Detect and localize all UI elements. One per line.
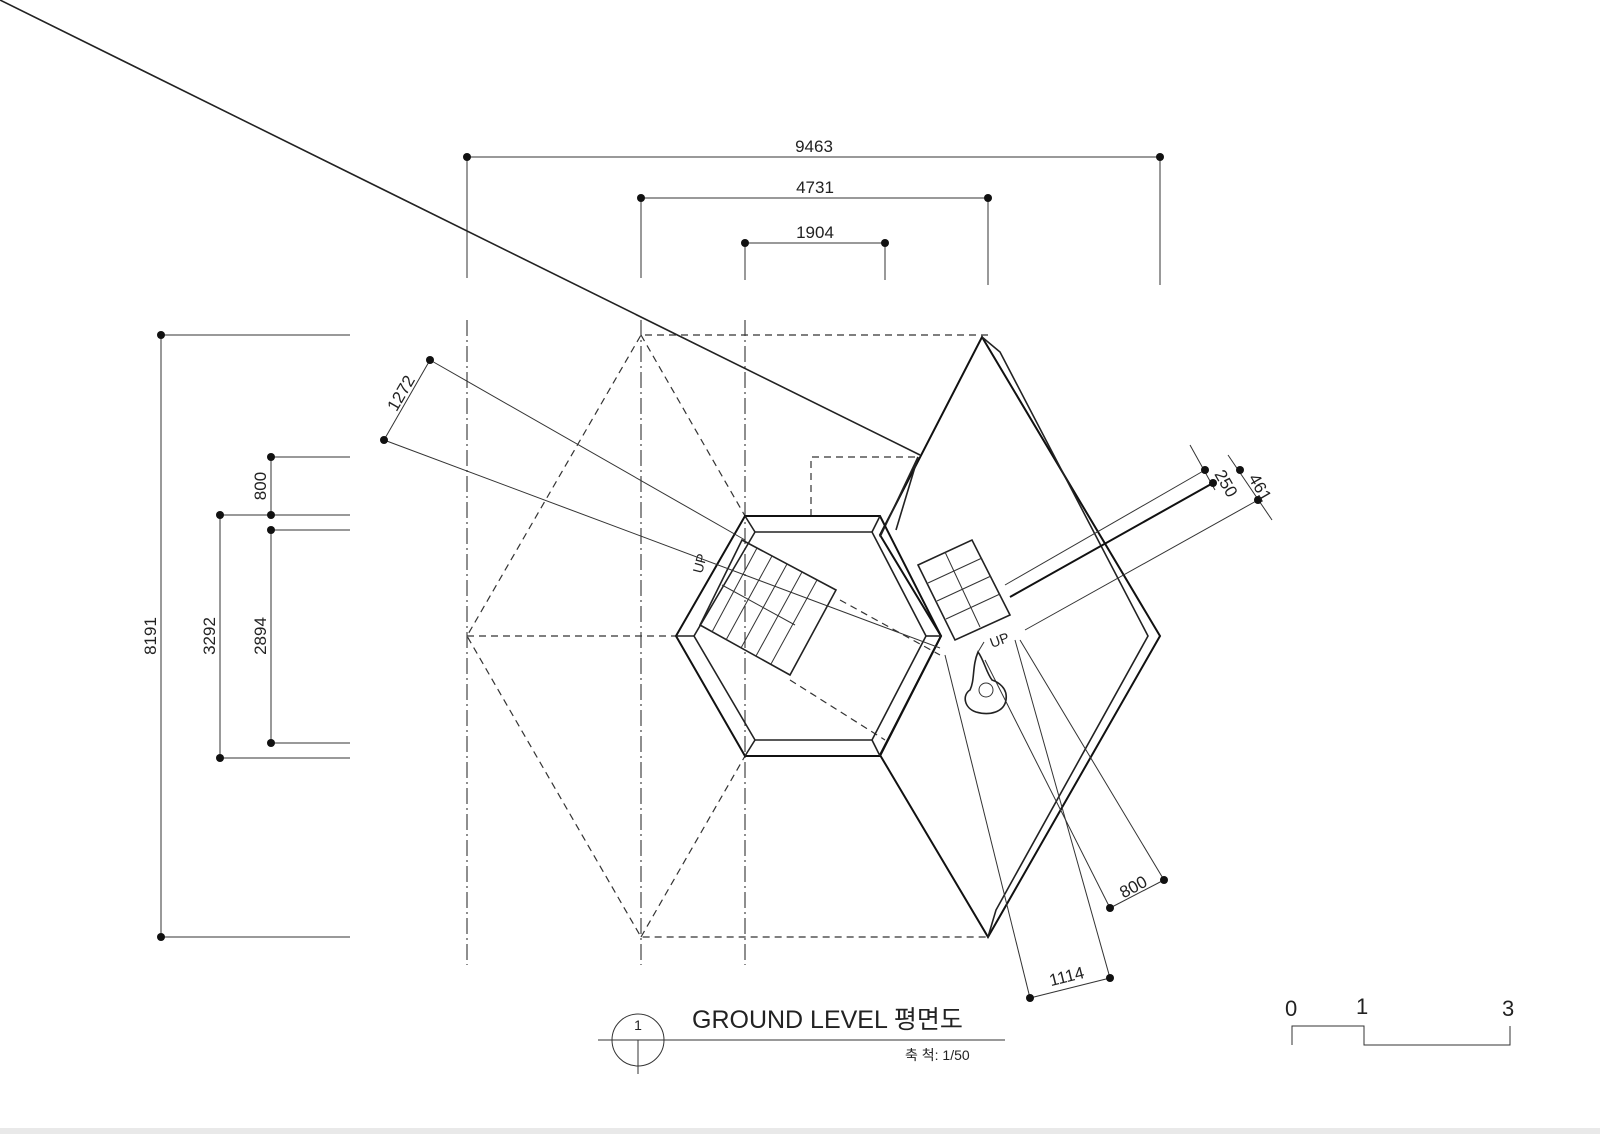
footer-bar [0,1128,1600,1134]
stair-right: UP [916,538,1012,651]
drawing-title: GROUND LEVEL 평면도 [692,1006,963,1034]
dim-diagonal-right-b: 461 [1245,471,1276,505]
dim-left-overall: 8191 [141,617,160,655]
dim-left-top: 800 [251,472,270,500]
dim-top-middle: 4731 [796,178,834,197]
dim-top-inner: 1904 [796,223,834,242]
scale-tick-1: 1 [1356,994,1368,1019]
dim-ramp-width: 800 [1116,872,1150,902]
person-figure-icon [964,641,1008,715]
title-block: 1 GROUND LEVEL 평면도 축 척: 1/50 [598,1006,1005,1074]
hexagon-core [674,515,943,757]
dim-left-inner: 2894 [251,617,270,655]
dim-ramp-bottom: 1114 [1047,963,1086,990]
diamond-roof [0,0,1162,939]
dim-left-middle: 3292 [200,617,219,655]
dashed-outline [466,334,988,938]
scale-tick-3: 3 [1502,996,1514,1021]
stair-right-up-label: UP [988,629,1012,651]
ramp-dims: 800 1114 [944,639,1168,1002]
stair-left: UP [689,538,838,677]
dim-top-overall: 9463 [795,137,833,156]
top-dimensions: 9463 4731 1904 [463,137,1164,285]
dim-diagonal-left: 1272 [384,372,419,414]
section-marker-number: 1 [634,1017,642,1033]
stair-left-up-label: UP [689,552,709,575]
scale-note: 축 척: 1/50 [905,1047,970,1063]
diagonal-dim-left: 1272 [380,356,941,649]
scale-bar: 0 1 3 [1285,994,1514,1046]
scale-tick-0: 0 [1285,996,1297,1021]
axis-lines [466,320,746,965]
left-dimensions: 8191 3292 2894 800 [141,331,350,941]
